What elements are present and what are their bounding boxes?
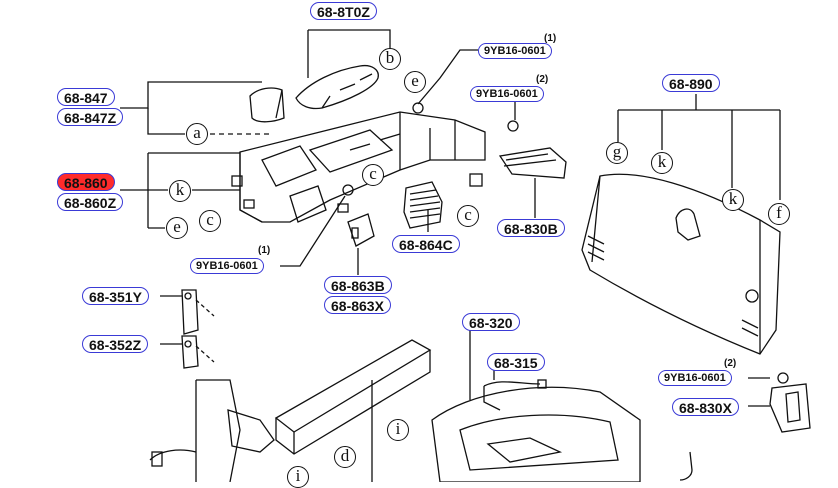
ref-letter-c-left: c bbox=[199, 210, 221, 232]
ref-letter-k-left: k bbox=[169, 180, 191, 202]
part-label-68-864c[interactable]: 68-864C bbox=[392, 235, 460, 253]
part-label-68-8t0z[interactable]: 68-8T0Z bbox=[310, 2, 377, 20]
part-label-68-351y[interactable]: 68-351Y bbox=[82, 287, 149, 305]
part-label-68-860z[interactable]: 68-860Z bbox=[57, 193, 124, 211]
part-label-68-863x[interactable]: 68-863X bbox=[324, 296, 391, 314]
part-label-68-352z[interactable]: 68-352Z bbox=[82, 335, 149, 353]
ref-letter-a: a bbox=[186, 123, 208, 145]
ref-letter-c-right: c bbox=[457, 205, 479, 227]
part-label-9yb16-0601-d[interactable]: 9YB16-0601 bbox=[658, 370, 732, 386]
quantity-2a: (2) bbox=[536, 74, 549, 85]
ref-letter-k-right: k bbox=[722, 189, 744, 211]
quantity-1b: (1) bbox=[258, 245, 271, 256]
ref-letter-b: b bbox=[379, 48, 401, 70]
ref-letter-c-mid: c bbox=[362, 164, 384, 186]
quantity-2b: (2) bbox=[724, 358, 737, 369]
part-label-9yb16-0601-b[interactable]: 9YB16-0601 bbox=[470, 86, 544, 102]
ref-letter-i-lower: i bbox=[287, 466, 309, 488]
ref-letter-i-center: i bbox=[387, 419, 409, 441]
part-label-68-847z[interactable]: 68-847Z bbox=[57, 108, 124, 126]
part-label-68-863b[interactable]: 68-863B bbox=[324, 276, 392, 294]
part-label-68-847[interactable]: 68-847 bbox=[57, 88, 115, 106]
ref-letter-g: g bbox=[606, 142, 628, 164]
part-label-68-320[interactable]: 68-320 bbox=[462, 313, 520, 331]
ref-letter-d: d bbox=[334, 446, 356, 468]
part-label-68-830b[interactable]: 68-830B bbox=[497, 219, 565, 237]
ref-letter-f: f bbox=[768, 203, 790, 225]
quantity-1a: (1) bbox=[544, 33, 557, 44]
part-label-68-860[interactable]: 68-860 bbox=[57, 173, 115, 191]
ref-letter-e-left: e bbox=[166, 217, 188, 239]
part-label-9yb16-0601-c[interactable]: 9YB16-0601 bbox=[190, 258, 264, 274]
part-label-68-830x[interactable]: 68-830X bbox=[672, 398, 739, 416]
part-label-68-890[interactable]: 68-890 bbox=[662, 74, 720, 92]
part-label-68-315[interactable]: 68-315 bbox=[487, 353, 545, 371]
ref-letter-e-top: e bbox=[404, 71, 426, 93]
part-label-9yb16-0601-a[interactable]: 9YB16-0601 bbox=[478, 43, 552, 59]
ref-letter-k-top: k bbox=[651, 152, 673, 174]
